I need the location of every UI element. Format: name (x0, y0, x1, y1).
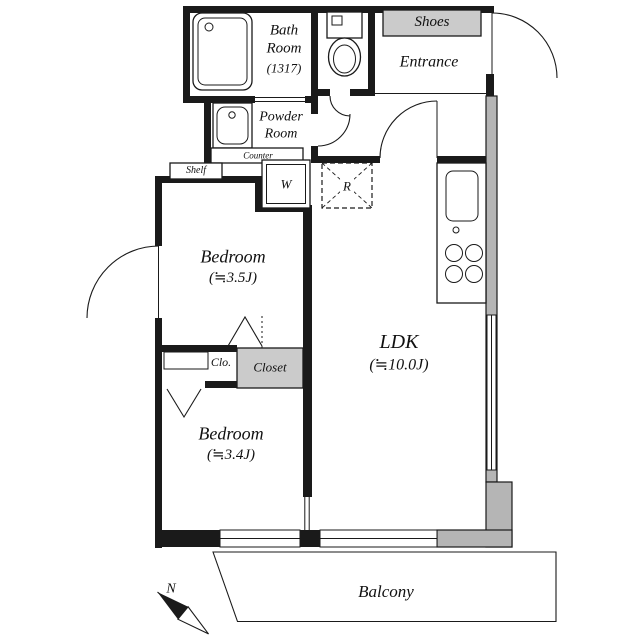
wall-segment (255, 176, 262, 212)
wall-segment (368, 6, 375, 96)
stove-burner-icon (465, 244, 483, 262)
entrance-door-arc (491, 12, 558, 79)
wall-segment (486, 74, 494, 101)
wall-segment (183, 6, 190, 103)
shoes-label: Shoes (414, 14, 450, 31)
wall-segment (155, 345, 237, 352)
kitchen-sink-icon (445, 170, 479, 222)
bedroom-b-size-label: (≒3.4J) (207, 447, 255, 464)
wall-segment (318, 89, 330, 96)
clo-label: Clo. (210, 354, 232, 369)
bath-size-label: (1317) (266, 60, 302, 76)
windows (219, 314, 497, 548)
stove-burner-icon (445, 265, 463, 283)
bedroom-b-label: Bedroom (198, 423, 264, 444)
wall-segment (311, 6, 318, 103)
wall-segment (183, 6, 494, 13)
doors (86, 12, 558, 530)
gray-walls (436, 95, 513, 548)
kitchen-counter (436, 162, 487, 304)
walls (155, 6, 494, 548)
kitchen-faucet-icon (452, 226, 460, 234)
wall-segment (303, 212, 312, 345)
bedroom-a-size-label: (≒3.5J) (209, 270, 257, 287)
bath-room-label: Bath Room (266, 22, 302, 56)
ldk-size-label: (≒10.0J) (369, 356, 429, 374)
compass (157, 591, 209, 635)
counter-label: Counter (243, 150, 273, 161)
closet-box (236, 347, 304, 389)
north-label: N (166, 581, 176, 597)
washer-space (261, 159, 311, 209)
stove-burner-icon (445, 244, 463, 262)
powder-door-arc (317, 113, 351, 147)
wall-segment (300, 530, 320, 547)
entrance-label: Entrance (399, 53, 459, 71)
powder-room-label: Powder Room (259, 109, 303, 141)
toilet-icon (326, 11, 363, 77)
wall-segment (350, 89, 375, 96)
stove-burner-icon (465, 265, 483, 283)
shelf-label: Shelf (186, 165, 206, 177)
ldk-label: LDK (379, 331, 419, 354)
wall-segment (311, 156, 380, 163)
compass-needle-south (177, 605, 209, 635)
shelf-box (169, 162, 223, 180)
shoes-box (382, 9, 482, 37)
powder-counter (210, 147, 304, 164)
closet-label: Closet (253, 359, 287, 375)
balcony-outline (212, 551, 557, 623)
balcony-label: Balcony (358, 581, 414, 601)
wall-segment (183, 96, 255, 103)
wall-segment (311, 146, 318, 163)
washer-label: W (280, 176, 292, 192)
fridge-label-text: R (340, 178, 354, 194)
wall-segment (155, 318, 162, 548)
wall-segment (155, 530, 220, 547)
wall-segment (204, 96, 211, 183)
closet-bifold-door (227, 315, 263, 347)
wc-door-arc (329, 95, 351, 117)
ldk-door-arc (379, 100, 438, 159)
bedroom-a-door-arc (86, 245, 160, 319)
fridge-label: R (340, 178, 354, 194)
bathtub-icon (192, 12, 253, 91)
wall-segment (437, 156, 486, 163)
wall-segment (155, 176, 162, 246)
powder-sink-icon (212, 102, 253, 149)
clo-bifold-door (166, 388, 202, 419)
bottom-wall-right (436, 529, 513, 548)
wall-segment (303, 345, 312, 497)
compass-needle-north (157, 592, 189, 620)
bedroom-a-label: Bedroom (200, 246, 266, 267)
wall-segment (311, 96, 318, 114)
clo-inner-box (163, 351, 209, 370)
